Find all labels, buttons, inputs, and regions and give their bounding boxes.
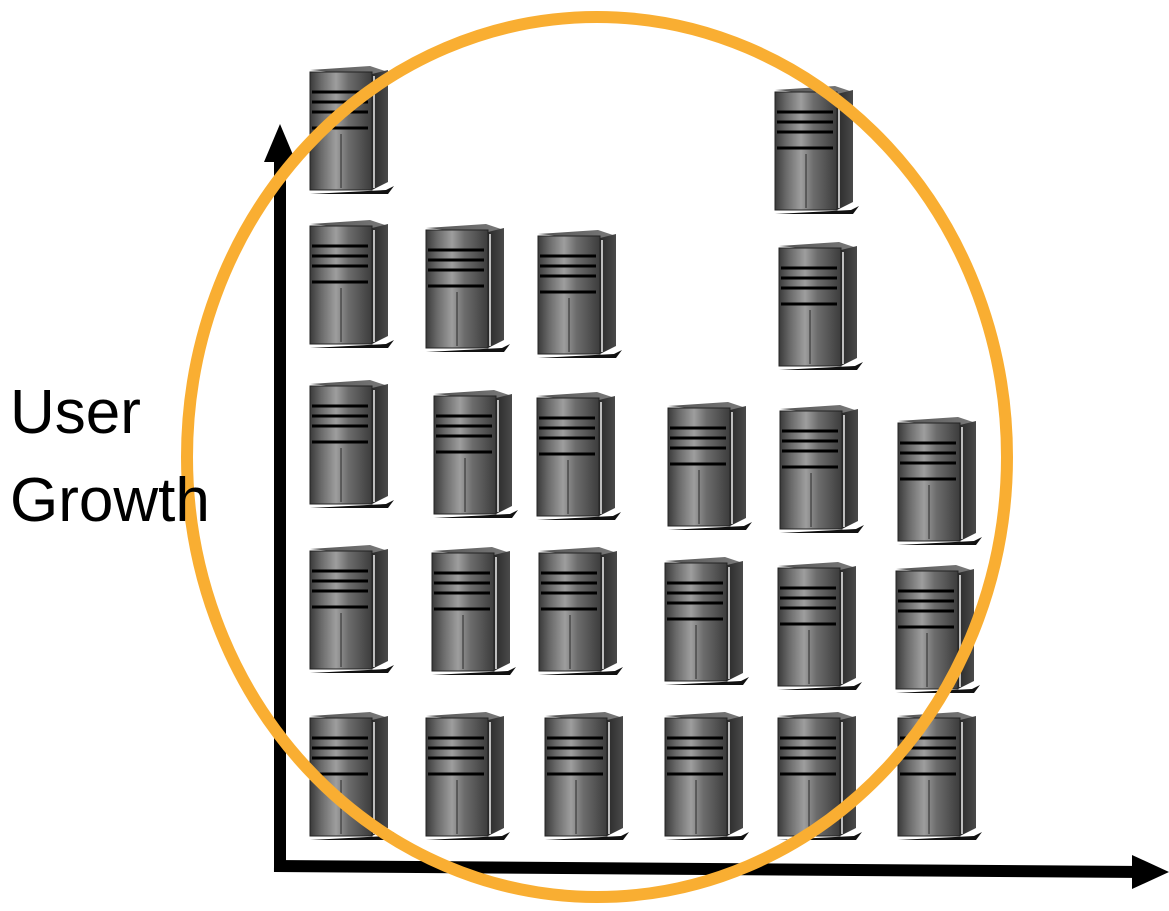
server-shadow: [538, 350, 622, 358]
server-shadow: [778, 682, 862, 690]
server-tower-icon: [544, 712, 629, 840]
server-shadow: [775, 206, 859, 214]
server-shadow: [434, 510, 518, 518]
server-shadow: [426, 344, 510, 352]
growth-circle: [181, 11, 1013, 903]
server-shadow: [310, 340, 394, 348]
server-tower-icon: [536, 392, 621, 520]
servers-layer: [309, 66, 982, 840]
server-tower-icon: [538, 547, 623, 675]
server-side: [372, 384, 388, 504]
server-tower-icon: [778, 242, 863, 370]
server-shadow: [779, 362, 863, 370]
server-tower-icon: [667, 402, 752, 530]
server-tower-icon: [774, 86, 859, 214]
y-axis-label-line-2: Growth: [10, 466, 210, 535]
server-side: [840, 566, 856, 686]
server-shadow: [310, 500, 394, 508]
server-side: [372, 224, 388, 344]
server-side: [841, 246, 857, 366]
server-side: [372, 549, 388, 669]
x-axis-arrowhead: [1132, 855, 1169, 889]
server-side: [372, 70, 388, 190]
server-shadow: [780, 525, 864, 533]
server-tower-icon: [779, 405, 864, 533]
server-tower-icon: [431, 547, 516, 675]
server-side: [372, 716, 388, 836]
server-side: [488, 228, 504, 348]
server-tower-icon: [425, 224, 510, 352]
server-shadow: [539, 667, 623, 675]
server-side: [600, 234, 616, 354]
server-shadow: [898, 537, 982, 545]
server-tower-icon: [425, 712, 510, 840]
server-shadow: [898, 832, 982, 840]
server-tower-icon: [309, 220, 394, 348]
server-side: [960, 716, 976, 836]
server-tower-icon: [309, 545, 394, 673]
server-shadow: [537, 512, 621, 520]
server-tower-icon: [664, 712, 749, 840]
y-axis-label-line-1: User: [10, 378, 141, 447]
server-shadow: [432, 667, 516, 675]
server-side: [494, 551, 510, 671]
server-tower-icon: [897, 417, 982, 545]
server-tower-icon: [537, 230, 622, 358]
server-tower-icon: [777, 562, 862, 690]
server-side: [488, 716, 504, 836]
server-tower-icon: [664, 557, 749, 685]
server-side: [727, 716, 743, 836]
server-shadow: [426, 832, 510, 840]
server-shadow: [665, 832, 749, 840]
server-side: [496, 394, 512, 514]
x-axis-line: [273, 860, 1146, 878]
server-tower-icon: [895, 565, 980, 693]
server-side: [607, 716, 623, 836]
server-tower-icon: [309, 380, 394, 508]
server-shadow: [668, 522, 752, 530]
server-shadow: [545, 832, 629, 840]
server-tower-icon: [433, 390, 518, 518]
server-side: [837, 90, 853, 210]
server-side: [601, 551, 617, 671]
axes-layer: [264, 124, 1169, 889]
y-axis-arrowhead: [264, 124, 296, 162]
server-shadow: [665, 677, 749, 685]
server-shadow: [778, 832, 862, 840]
server-shadow: [310, 832, 394, 840]
server-side: [727, 561, 743, 681]
server-side: [842, 409, 858, 529]
server-shadow: [310, 186, 394, 194]
server-side: [730, 406, 746, 526]
server-side: [960, 421, 976, 541]
server-shadow: [896, 685, 980, 693]
server-side: [599, 396, 615, 516]
server-shadow: [310, 665, 394, 673]
